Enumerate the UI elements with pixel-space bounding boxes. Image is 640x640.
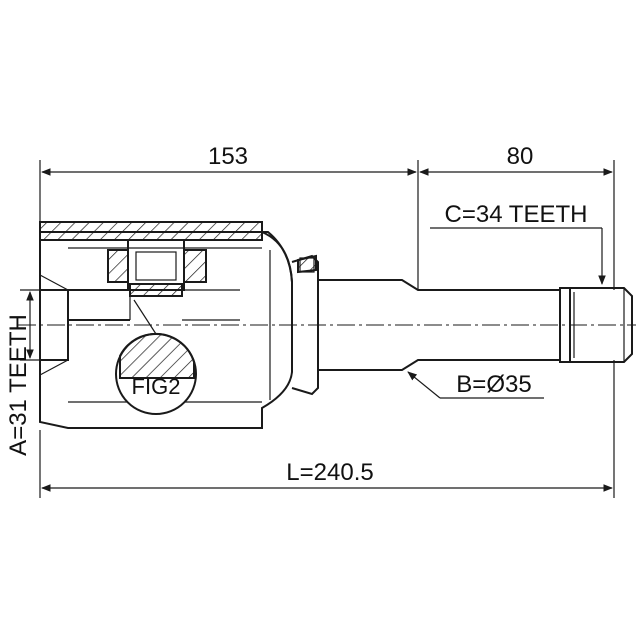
label-c-teeth: C=34 TEETH	[445, 201, 588, 228]
dimension-153-label: 153	[208, 143, 248, 170]
fig2-detail: FIG2	[115, 299, 197, 415]
label-a-teeth: A=31 TEETH	[5, 314, 32, 456]
dimension-80-label: 80	[507, 143, 534, 170]
label-c-leader: C=34 TEETH	[430, 201, 606, 285]
extension-lines	[39, 160, 615, 498]
dimension-overall-length: L=240.5	[41, 459, 613, 492]
label-b-leader: B=Ø35	[407, 371, 544, 399]
dimension-a: A=31 TEETH	[5, 289, 40, 456]
dimension-153: 153	[41, 143, 417, 176]
joint-housing	[39, 221, 293, 429]
dimension-80: 80	[419, 143, 613, 176]
label-b-diameter: B=Ø35	[456, 371, 531, 398]
fig2-label: FIG2	[132, 374, 181, 399]
overall-length-label: L=240.5	[286, 459, 373, 486]
tripod-section	[68, 239, 240, 321]
